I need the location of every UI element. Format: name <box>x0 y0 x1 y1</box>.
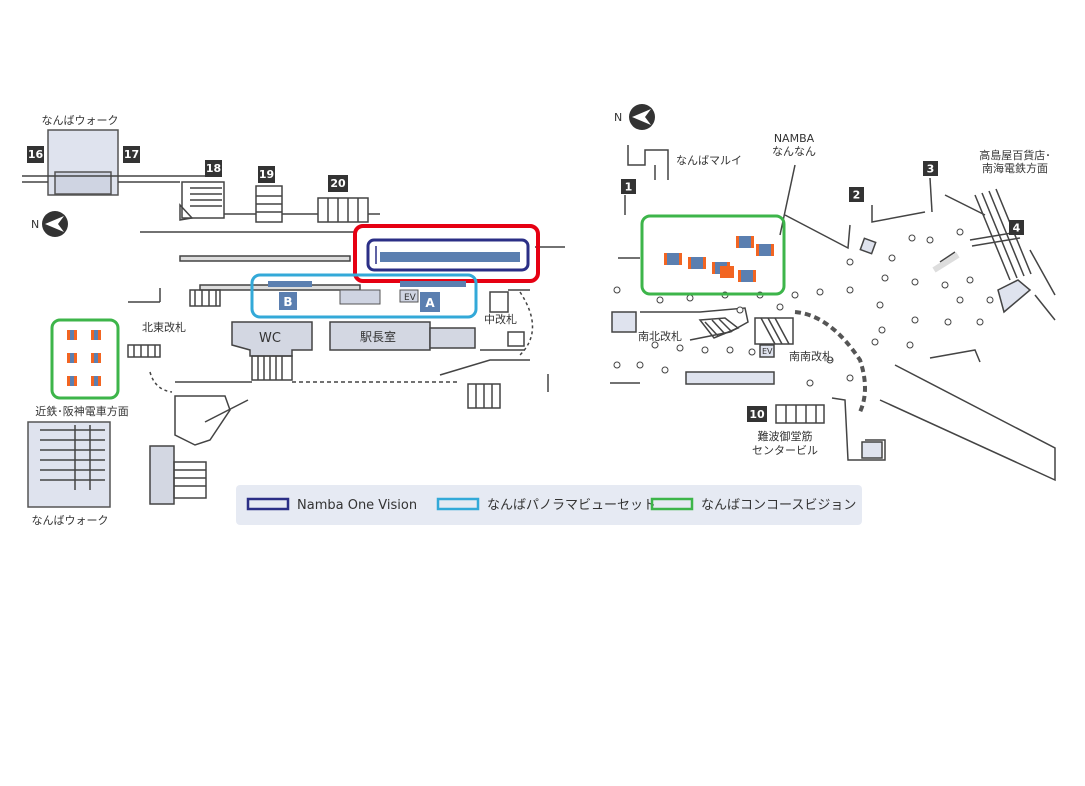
middle-gate-area <box>480 289 530 351</box>
takashimaya-label-2: 南海電鉄方面 <box>982 161 1048 175</box>
panorama-view-frame <box>250 273 478 319</box>
south-north-gate-area <box>611 307 749 341</box>
concourse-vision-frame-right <box>640 214 786 296</box>
namba-nannan-label-2: なんなん <box>772 145 816 158</box>
exit-1-box <box>621 179 636 194</box>
panorama-screen-b <box>268 281 312 287</box>
concourse-screens-right <box>664 236 774 282</box>
stairs-19 <box>255 185 283 223</box>
panel-b-badge <box>279 292 297 310</box>
namba-nannan-label-1: NAMBA <box>774 132 815 145</box>
exit-4-box <box>1009 220 1024 235</box>
middle-gate-label: 中改札 <box>484 312 517 326</box>
exit-10-box <box>747 406 767 422</box>
legend-swatch-concourse <box>650 497 694 511</box>
concourse-screens-left <box>67 330 101 386</box>
namba-walk-top-label: なんばウォーク <box>42 114 119 127</box>
legend-background <box>236 485 862 525</box>
north-right-label: N <box>614 111 622 124</box>
exit-16-label: 16 <box>28 148 44 161</box>
exit-18-label: 18 <box>206 162 221 175</box>
exit-1-label: 1 <box>625 181 633 194</box>
exit-17-label: 17 <box>124 148 139 161</box>
exit-20-box <box>328 175 348 192</box>
ev-left-label: EV <box>404 293 417 303</box>
marui-label: なんばマルイ <box>676 154 742 167</box>
concourse-vision-frame-left <box>50 318 120 400</box>
ev-right-label: EV <box>762 347 773 356</box>
panorama-screen-a <box>400 281 466 287</box>
legend-swatch-panorama <box>436 497 480 511</box>
takashimaya-label-1: 高島屋百貨店･ <box>979 148 1051 162</box>
legend-swatch-namba-one-vision <box>246 497 290 511</box>
panel-a-label: A <box>425 296 435 310</box>
exit-19-box <box>258 166 275 183</box>
legend-label-concourse: なんばコンコースビジョン <box>701 498 856 513</box>
stairs-4 <box>969 188 1032 314</box>
stairs-18 <box>179 181 225 221</box>
north-east-gate-area <box>127 288 221 358</box>
exit-3-box <box>923 161 938 176</box>
exit-2-box <box>849 187 864 202</box>
exit-20-label: 20 <box>330 177 346 190</box>
station-master-label: 駅長室 <box>360 329 396 344</box>
south-north-gate-label: 南北改札 <box>638 329 682 343</box>
legend-label-panorama: なんばパノラマビューセット <box>487 498 656 513</box>
north-east-gate-label: 北東改札 <box>142 320 186 334</box>
namba-walk-bottom-block <box>27 421 111 508</box>
midosuji-label-1: 難波御堂筋 <box>758 429 813 443</box>
legend-label-namba-one-vision: Namba One Vision <box>297 498 417 513</box>
exit-19-label: 19 <box>259 168 274 181</box>
kintetsu-label: 近鉄･阪神電車方面 <box>35 404 129 418</box>
exit-4-label: 4 <box>1013 222 1021 235</box>
panel-a-badge <box>420 292 440 312</box>
right-map <box>610 145 1056 482</box>
exit-10-label: 10 <box>749 408 765 421</box>
namba-walk-bottom-label: なんばウォーク <box>32 514 109 527</box>
stairs-20 <box>317 197 369 223</box>
panel-b-label: B <box>283 295 292 309</box>
wc-label: WC <box>259 331 281 346</box>
left-map <box>22 129 565 508</box>
exit-17-box <box>123 146 140 163</box>
north-arrow-left <box>42 211 68 237</box>
south-south-gate-label: 南南改札 <box>789 349 833 363</box>
legend: Namba One Vision なんばパノラマビューセット なんばコンコースビ… <box>236 485 862 525</box>
north-arrow-right <box>629 104 655 130</box>
namba-one-vision-frame <box>366 238 530 272</box>
exit-18-box <box>205 160 222 177</box>
north-left-label: N <box>31 218 39 231</box>
stairs-10 <box>775 404 825 424</box>
namba-one-vision-screen <box>380 252 520 262</box>
south-south-gate-area <box>754 317 794 358</box>
exit-2-label: 2 <box>853 189 861 202</box>
midosuji-label-2: センタービル <box>752 444 818 457</box>
exit-16-box <box>27 146 44 163</box>
pillars <box>613 228 994 387</box>
exit-3-label: 3 <box>927 163 935 176</box>
